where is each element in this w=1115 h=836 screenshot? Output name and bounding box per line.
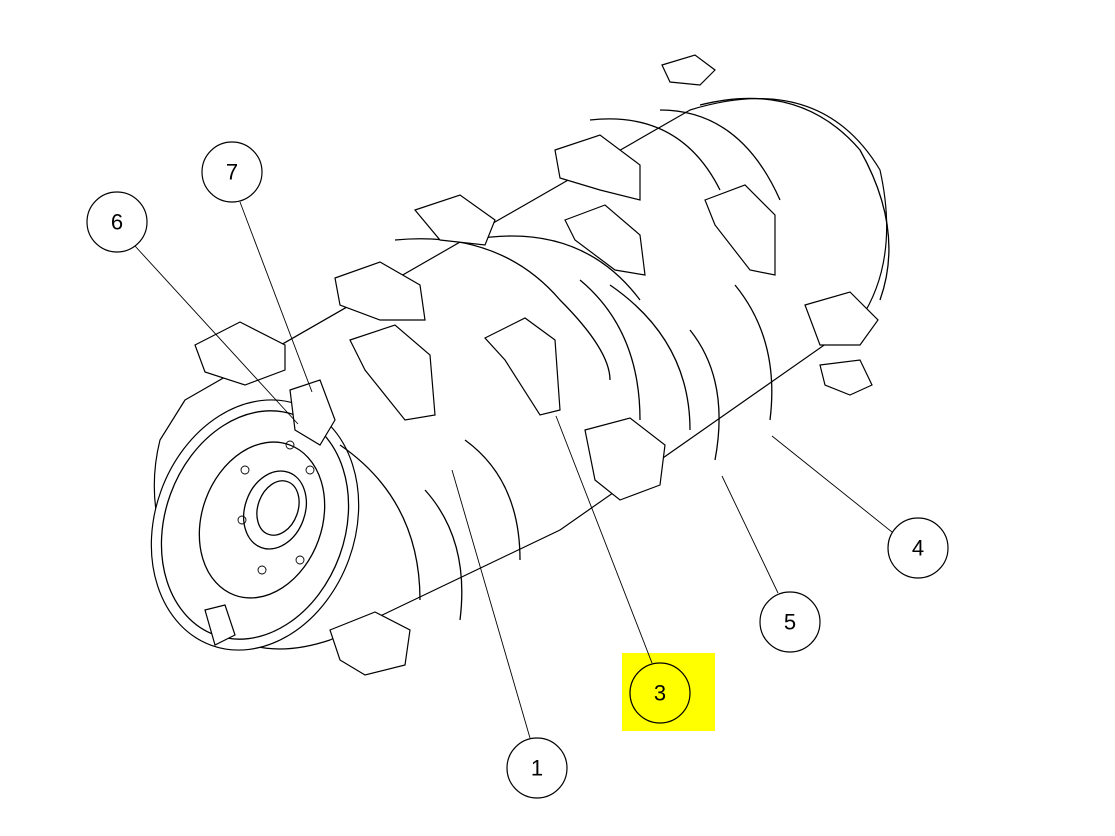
cutter-teeth [194,54,879,676]
callout-1[interactable]: 1 [506,737,568,799]
callout-4[interactable]: 4 [887,517,949,579]
callout-5-label: 5 [784,610,796,635]
callout-3[interactable]: 3 [629,662,691,724]
leader-lines [134,201,893,739]
callout-6[interactable]: 6 [86,191,148,253]
callout-6-label: 6 [111,210,123,235]
callout-5[interactable]: 5 [759,591,821,653]
callout-4-label: 4 [912,536,924,561]
callout-1-label: 1 [531,756,543,781]
callout-3-label: 3 [654,681,666,706]
callout-7-label: 7 [226,160,238,185]
callout-7[interactable]: 7 [201,141,263,203]
